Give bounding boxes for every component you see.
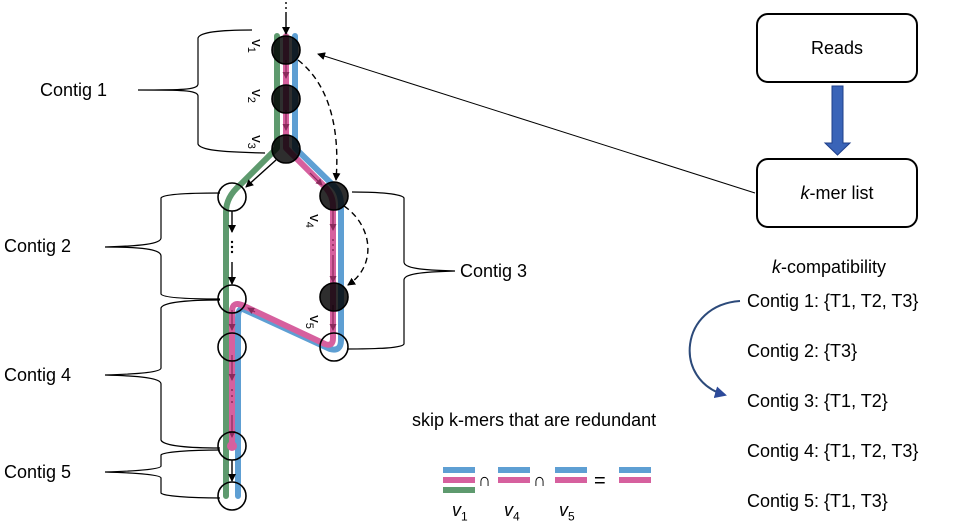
brace-contig-1 <box>137 29 266 154</box>
ellipsis-dots-pink <box>231 239 334 403</box>
eq-term-2-bar-t2 <box>498 477 530 483</box>
contig-label-1: Contig 1 <box>40 80 108 100</box>
node-contig4-start <box>217 332 247 362</box>
compat-row-4: Contig 4: {T1, T2, T3} <box>747 441 919 461</box>
node-v1 <box>271 35 301 65</box>
contig-label-5: Contig 5 <box>4 462 72 482</box>
strand-t2-end <box>227 441 237 451</box>
skip-edge-v4-v5 <box>343 205 369 286</box>
eq-label-v5: v5 <box>559 500 575 524</box>
contig-label-2: Contig 2 <box>4 236 72 256</box>
node-label-v2: v2 <box>244 89 265 103</box>
node-v5 <box>319 282 349 312</box>
node-label-v3: v3 <box>244 135 265 149</box>
eq-term-3-bar-t2 <box>555 477 587 483</box>
node-v3 <box>271 134 301 164</box>
eq-term-1-bar-t1 <box>443 467 475 473</box>
node-label-v1: v1 <box>244 39 265 53</box>
eq-label-v4: v4 <box>504 500 520 524</box>
reads-box: Reads <box>756 13 918 83</box>
brace-contig-3 <box>346 191 456 350</box>
eq-term-3-bar-t1 <box>555 467 587 473</box>
ellipsis-dots <box>230 240 234 254</box>
node-contig2-end <box>217 284 247 314</box>
kmer-list-box: k-mer list <box>756 158 918 228</box>
contig-label-3: Contig 3 <box>460 261 528 281</box>
kmer-list-pointer <box>317 52 756 194</box>
node-v2 <box>271 84 301 114</box>
contig-label-4: Contig 4 <box>4 365 72 385</box>
skip-note: skip k-mers that are redundant <box>412 410 657 430</box>
compat-row-3: Contig 3: {T1, T2} <box>747 391 888 411</box>
equals-symbol: = <box>594 470 606 492</box>
node-label-v4: v4 <box>302 214 323 228</box>
node-contig5 <box>217 481 247 511</box>
brace-contig-2 <box>104 192 221 300</box>
compat-row-1: Contig 1: {T1, T2, T3} <box>747 291 919 311</box>
eq-term-1-bar-t2 <box>443 477 475 483</box>
edges <box>228 2 756 482</box>
reads-to-kmer-arrow <box>823 85 852 156</box>
nodes <box>217 35 349 511</box>
pink-arrows <box>228 60 337 438</box>
node-label-v5: v5 <box>302 315 323 329</box>
intersect-symbol-2: ∩ <box>533 470 546 490</box>
eq-term-1-bar-t3 <box>443 487 475 493</box>
compat-title: k-compatibility <box>772 257 887 277</box>
node-contig3-end <box>319 332 349 362</box>
eq-label-v1: v1 <box>452 500 468 524</box>
skip-edge-v1-v4 <box>297 59 341 181</box>
kmer-list-label: k-mer list <box>800 182 874 203</box>
equation-bars <box>443 467 651 493</box>
edge-v3-to-contig2 <box>245 159 277 188</box>
eq-result-bar-t1 <box>619 467 651 473</box>
node-v4 <box>319 181 349 211</box>
compat-skip-arrow <box>688 300 741 399</box>
intersect-symbol-1: ∩ <box>478 470 491 490</box>
brace-contig-5 <box>104 449 221 499</box>
brace-group <box>104 29 456 499</box>
compat-row-2: Contig 2: {T3} <box>747 341 858 361</box>
eq-result-bar-t2 <box>619 477 651 483</box>
compat-row-5: Contig 5: {T1, T3} <box>747 491 888 511</box>
reads-label: Reads <box>810 37 864 58</box>
eq-term-2-bar-t1 <box>498 467 530 473</box>
brace-contig-4 <box>104 299 221 449</box>
